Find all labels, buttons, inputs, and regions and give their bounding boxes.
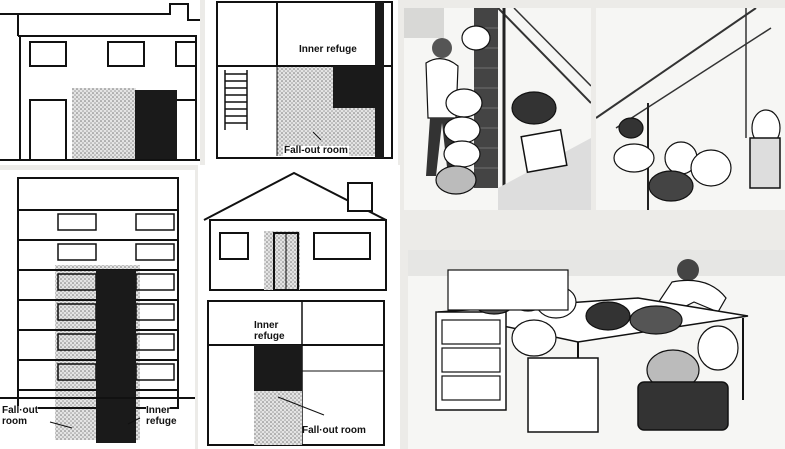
photo-bags-on-table <box>408 250 785 449</box>
drawer <box>520 128 568 174</box>
box <box>527 357 599 433</box>
photo-bags-under-stairs <box>596 8 785 210</box>
fallout-room-zone <box>72 88 136 160</box>
inner-refuge-zone <box>96 270 136 443</box>
house-elevation-diagram <box>0 0 200 165</box>
inner-refuge-label: Inner refuge <box>299 44 357 55</box>
flats-elevation-diagram: Fall·out room Inner refuge <box>0 170 195 449</box>
inner-refuge-label-line2: refuge <box>254 331 285 342</box>
inner-refuge-label-line2: refuge <box>146 416 177 427</box>
fallout-room-zone <box>264 231 300 290</box>
bungalow-diagram: Inner refuge Fall·out room <box>198 165 400 449</box>
staircase <box>224 70 248 130</box>
inner-refuge-label: Inner <box>146 405 171 416</box>
sandbag-stack <box>435 25 557 195</box>
inner-refuge-zone <box>135 90 177 160</box>
inner-refuge-zone <box>254 345 302 391</box>
fallout-room-zone <box>254 391 302 445</box>
fallout-room-label: Fall·out room <box>302 425 366 436</box>
fallout-room-label: Fall-out room <box>283 145 349 156</box>
house-floor-plan: Inner refuge Fall-out room <box>205 0 398 165</box>
photo-stacking-bags-chimney <box>404 8 591 210</box>
fallout-room-label-line2: room <box>2 416 27 427</box>
sandbag-stack <box>613 109 781 202</box>
suitcase <box>637 381 729 431</box>
fallout-room-label: Fall·out <box>2 405 39 416</box>
box <box>749 137 781 189</box>
inner-refuge-zone <box>333 66 375 108</box>
inner-refuge-label: Inner <box>254 320 279 331</box>
chest-of-drawers <box>435 311 507 411</box>
